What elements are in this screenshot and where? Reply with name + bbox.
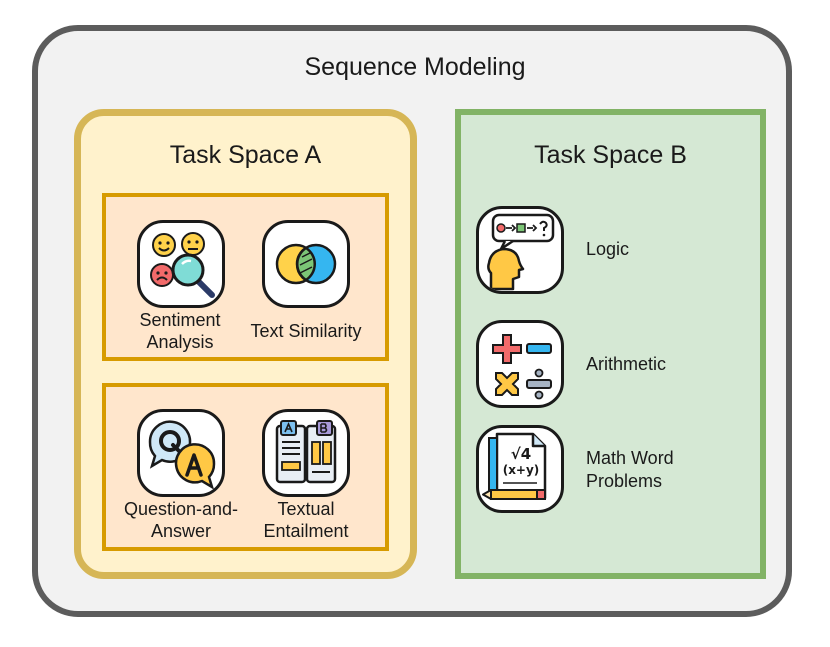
qa-speech-bubbles-icon xyxy=(137,409,225,497)
text-similarity-label-line-1: Text Similarity xyxy=(250,321,362,341)
textual-entailment-label-line-1: Textual xyxy=(277,499,335,519)
math-word-problems-label-line-1: Math Word xyxy=(586,448,674,468)
logic-label: Logic xyxy=(586,238,629,261)
sentiment-analysis-label: Sentiment Analysis xyxy=(110,309,250,353)
task-space-b-title: Task Space B xyxy=(534,141,687,169)
text-similarity-label: Text Similarity xyxy=(236,320,376,342)
document-compare-icon xyxy=(262,409,350,497)
math-word-problems-label: Math Word Problems xyxy=(586,447,674,493)
math-formula-line-1: √4 xyxy=(511,445,531,463)
arithmetic-label: Arithmetic xyxy=(586,353,666,376)
question-and-answer-label-line-1: Question-and- xyxy=(123,499,239,519)
arithmetic-label-line-1: Arithmetic xyxy=(586,354,667,374)
math-operators-icon xyxy=(476,320,564,408)
sentiment-analysis-label-line-1: Sentiment xyxy=(139,310,221,330)
head-thought-icon xyxy=(476,206,564,294)
sentiment-magnifier-icon xyxy=(137,220,225,308)
sentiment-analysis-label-line-2: Analysis xyxy=(146,332,214,352)
question-and-answer-label-line-2: Answer xyxy=(150,521,212,541)
sequence-modeling-title: Sequence Modeling xyxy=(304,53,526,81)
logic-label-line-1: Logic xyxy=(586,239,630,259)
math-formula-line-2: (x+y) xyxy=(503,463,540,477)
question-and-answer-label: Question-and- Answer xyxy=(108,498,254,542)
math-word-problems-label-line-2: Problems xyxy=(586,471,663,491)
math-paper-pencil-icon: √4 (x+y) xyxy=(476,425,564,513)
textual-entailment-label-line-2: Entailment xyxy=(263,521,349,541)
venn-diagram-icon xyxy=(262,220,350,308)
task-space-a-title: Task Space A xyxy=(169,141,322,169)
textual-entailment-label: Textual Entailment xyxy=(236,498,376,542)
